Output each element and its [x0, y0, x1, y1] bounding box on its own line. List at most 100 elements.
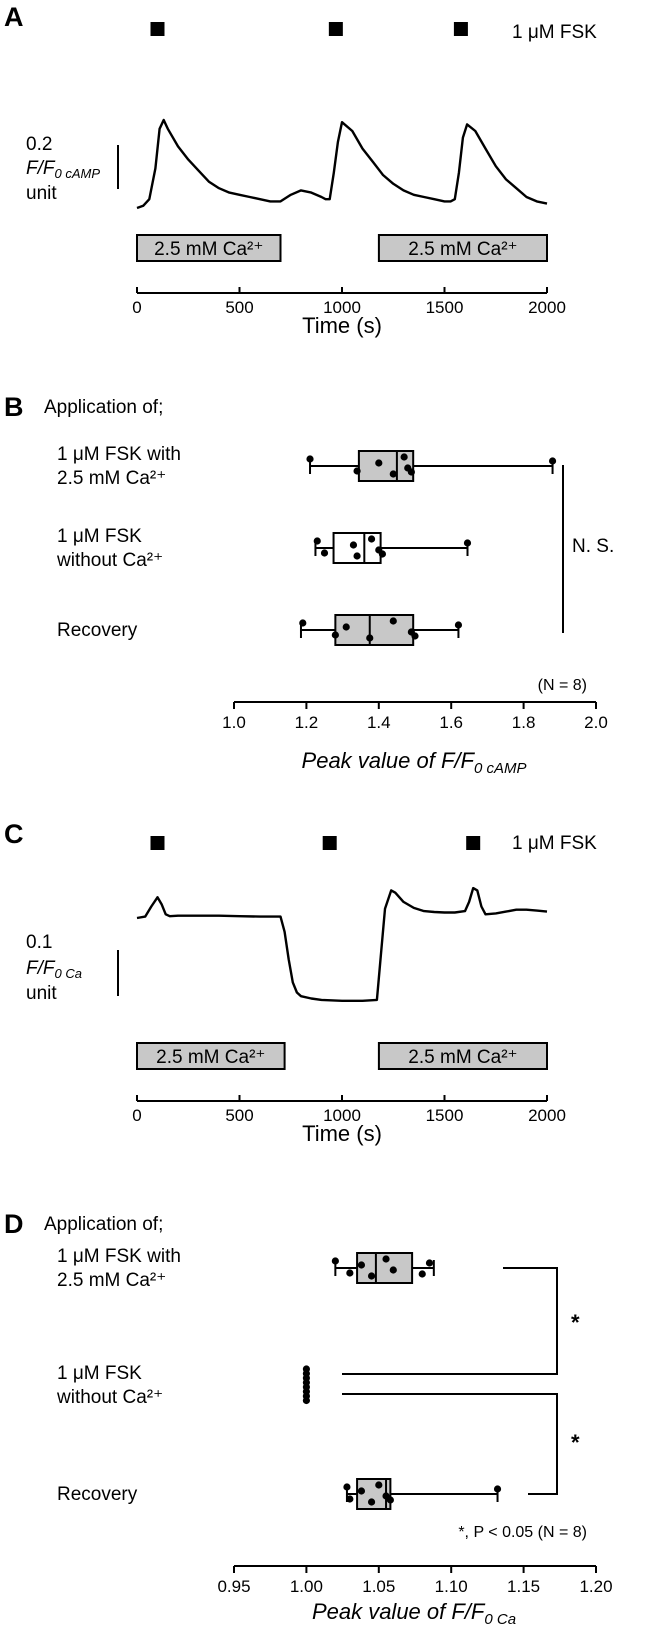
panel-c-trace-chart: 1 μM FSK 0.1 F/F0 Ca unit 2.5 mM Ca²⁺2.5…: [26, 833, 597, 1146]
box-plots: [302, 1252, 502, 1510]
x-tick-label: 1.2: [295, 713, 319, 732]
x-tick-label: 1500: [426, 298, 464, 317]
category-label: 2.5 mM Ca²⁺: [57, 1270, 166, 1291]
category-label: 2.5 mM Ca²⁺: [57, 468, 166, 489]
data-point: [389, 1266, 397, 1274]
x-tick-label: 2000: [528, 1106, 566, 1125]
x-axis-label: Time (s): [302, 1121, 382, 1146]
stimulus-label: 1 μM FSK: [512, 833, 597, 854]
data-point: [418, 1270, 426, 1278]
x-tick-label: 2000: [528, 298, 566, 317]
data-point: [382, 1255, 390, 1263]
panel-letter-b: B: [4, 392, 24, 422]
scale-bar-value: 0.1: [26, 932, 52, 953]
data-point: [357, 1487, 366, 1495]
panel-heading: Application of;: [44, 1214, 163, 1235]
x-tick-label: 2.0: [584, 713, 608, 732]
data-point: [302, 1396, 310, 1405]
x-tick-label: 1.10: [435, 1577, 468, 1596]
data-point: [357, 1261, 366, 1269]
scale-bar-unit: F/F0 cAMP: [26, 158, 100, 181]
data-point: [378, 550, 387, 558]
data-point: [299, 619, 307, 627]
data-point: [349, 541, 358, 549]
cAMP-trace-line: [136, 118, 548, 210]
data-point: [306, 455, 314, 463]
calcium-bar: [377, 1042, 548, 1070]
x-axis: 0.95 1.00 1.05 1.10 1.15 1.20: [217, 1565, 613, 1596]
calcium-bar-label: 2.5 mM Ca²⁺: [154, 239, 263, 260]
data-point: [313, 537, 321, 545]
x-tick-label: 1.15: [507, 1577, 540, 1596]
data-point: [331, 631, 339, 639]
data-point: [346, 1495, 354, 1503]
x-tick-label: 1000: [323, 1106, 361, 1125]
significance-label: N. S.: [572, 536, 614, 557]
category-label: 1 μM FSK with: [57, 1246, 181, 1267]
x-tick-label: 1.0: [222, 713, 246, 732]
data-point: [389, 617, 397, 625]
category-label: Recovery: [57, 620, 138, 641]
scale-bar-value: 0.2: [26, 134, 52, 155]
data-point: [548, 457, 557, 465]
panel-letter-d: D: [4, 1209, 24, 1239]
x-tick-label: 1500: [426, 1106, 464, 1125]
box-plots: [299, 450, 557, 646]
panel-d-box-chart: Application of; 1 μM FSK with 2.5 mM Ca²⁺…: [44, 1214, 613, 1628]
box: [334, 614, 415, 646]
stimulus-markers: [150, 22, 468, 36]
n-label: *, P < 0.05 (N = 8): [458, 1524, 587, 1541]
x-axis-label: Peak value of F/F0 Ca: [312, 1599, 516, 1628]
calcium-bar: [136, 1042, 286, 1070]
scale-bar-unit-line2: unit: [26, 183, 57, 204]
calcium-bar-label: 2.5 mM Ca²⁺: [408, 239, 517, 260]
data-point: [375, 1481, 383, 1489]
x-tick-label: 500: [225, 1106, 253, 1125]
stimulus-marker: [150, 836, 165, 850]
data-point: [425, 1259, 434, 1267]
calcium-bar: [136, 234, 282, 262]
panel-a-trace-chart: 1 μM FSK 0.2 F/F0 cAMP unit 2.5 mM Ca²⁺2…: [26, 22, 597, 338]
x-tick-label: 1.00: [290, 1577, 323, 1596]
data-point: [366, 634, 374, 642]
x-tick-label: 1.4: [367, 713, 391, 732]
calcium-bars: 2.5 mM Ca²⁺2.5 mM Ca²⁺: [136, 1042, 548, 1070]
x-tick-label: 1.05: [362, 1577, 395, 1596]
data-point: [411, 632, 419, 640]
data-point: [375, 459, 383, 467]
x-axis: 0 500 1000 1500 2000: [132, 1095, 566, 1125]
data-point: [493, 1485, 502, 1493]
calcium-bar-label: 2.5 mM Ca²⁺: [408, 1047, 517, 1068]
category-label: 1 μM FSK: [57, 526, 142, 547]
category-label: 1 μM FSK with: [57, 444, 181, 465]
calcium-bar: [377, 234, 548, 262]
x-tick-label: 1.8: [512, 713, 536, 732]
x-tick-label: 0: [132, 298, 141, 317]
data-point: [346, 1269, 354, 1277]
n-label: (N = 8): [538, 677, 587, 694]
x-tick-label: 0: [132, 1106, 141, 1125]
data-point: [353, 467, 361, 475]
significance-bracket-bottom: [342, 1393, 558, 1495]
x-axis-label: Time (s): [302, 313, 382, 338]
data-point: [407, 468, 415, 476]
panel-letter-c: C: [4, 819, 24, 849]
x-tick-label: 0.95: [217, 1577, 250, 1596]
data-point: [342, 623, 350, 631]
data-point: [320, 549, 329, 557]
x-tick-label: 1.20: [579, 1577, 612, 1596]
calcium-trace-line: [136, 886, 548, 1002]
data-point: [343, 1483, 351, 1491]
data-point: [400, 453, 408, 461]
data-point: [367, 1272, 376, 1280]
category-label: without Ca²⁺: [56, 1387, 163, 1408]
significance-star-1: *: [571, 1310, 580, 1335]
data-point: [367, 535, 376, 543]
data-point: [386, 1496, 394, 1504]
scale-bar-unit: F/F0 Ca: [26, 958, 82, 981]
